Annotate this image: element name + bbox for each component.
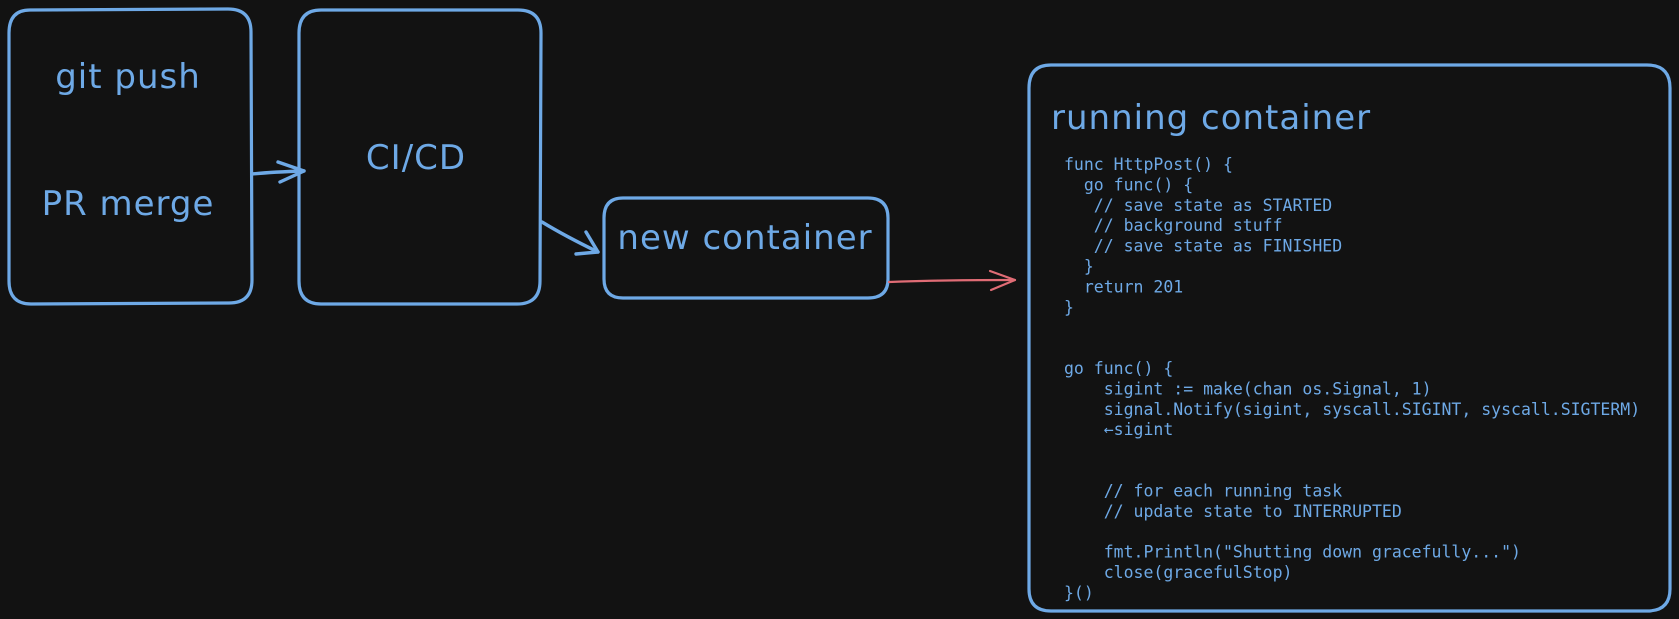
- code-line: ←sigint: [1064, 420, 1173, 439]
- code-line: // background stuff: [1064, 216, 1283, 235]
- code-line: fmt.Println("Shutting down gracefully...…: [1064, 543, 1521, 562]
- code-line: return 201: [1064, 277, 1183, 296]
- running-container-box: running container func HttpPost() { go f…: [1027, 63, 1672, 613]
- running-container-title: running container: [1051, 98, 1371, 138]
- code-line: // for each running task: [1064, 481, 1342, 500]
- cicd-label: CI/CD: [366, 138, 466, 178]
- code-line: }: [1064, 298, 1074, 317]
- cicd-box-outline: [297, 8, 543, 306]
- running-container-box-outline: [1027, 63, 1672, 613]
- new-container-box-outline: [602, 196, 890, 300]
- code-line: // save state as STARTED: [1064, 196, 1332, 215]
- code-line: // update state to INTERRUPTED: [1064, 502, 1402, 521]
- arrow-new-container-to-running: [887, 269, 1017, 292]
- source-trigger-box: git push PR merge: [7, 7, 254, 306]
- new-container-label: new container: [617, 218, 872, 258]
- code-line: }(): [1064, 583, 1094, 602]
- code-line: close(gracefulStop): [1064, 563, 1292, 582]
- source-trigger-box-outline: [7, 7, 254, 306]
- cicd-box: CI/CD: [297, 8, 543, 306]
- code-line: sigint := make(chan os.Signal, 1): [1064, 379, 1432, 398]
- arrow-source-to-cicd: [250, 160, 306, 184]
- code-line: go func() {: [1064, 359, 1173, 378]
- git-push-label: git push: [55, 57, 201, 97]
- new-container-box: new container: [602, 196, 890, 300]
- arrow-cicd-to-new-container: [540, 220, 600, 256]
- code-line: signal.Notify(sigint, syscall.SIGINT, sy…: [1064, 400, 1640, 419]
- code-block: func HttpPost() { go func() { // save st…: [1064, 155, 1640, 602]
- pr-merge-label: PR merge: [42, 184, 215, 224]
- code-line: func HttpPost() {: [1064, 155, 1233, 174]
- code-line: go func() {: [1064, 175, 1193, 194]
- code-line: // save state as FINISHED: [1064, 237, 1342, 256]
- code-line: }: [1064, 257, 1094, 276]
